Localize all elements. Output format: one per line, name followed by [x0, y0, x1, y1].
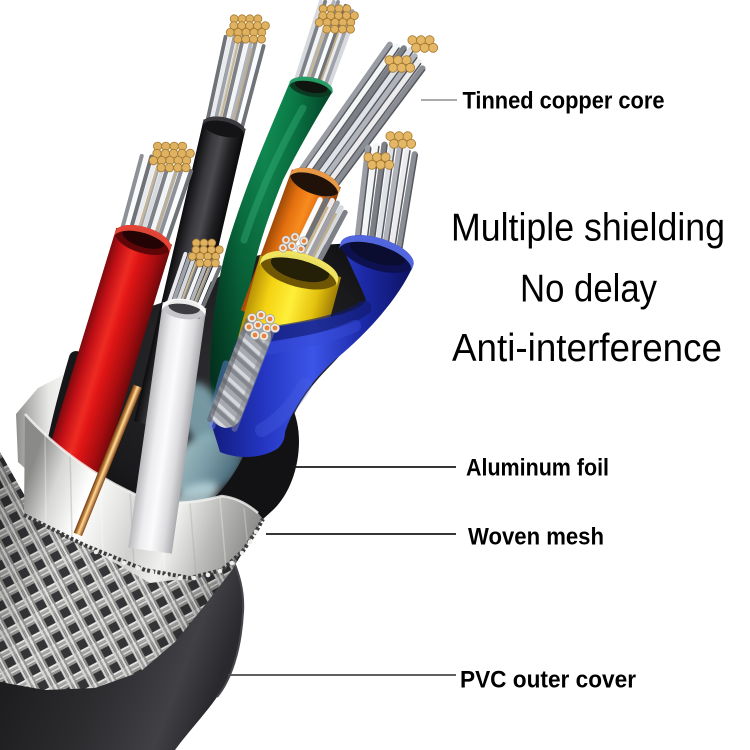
- svg-text:Anti-interference: Anti-interference: [452, 327, 722, 370]
- svg-text:PVC outer cover: PVC outer cover: [460, 667, 636, 694]
- svg-text:Tinned copper core: Tinned copper core: [463, 88, 665, 115]
- svg-text:Multiple shielding: Multiple shielding: [451, 207, 725, 250]
- svg-text:Aluminum foil: Aluminum foil: [466, 455, 609, 482]
- svg-text:No delay: No delay: [520, 268, 657, 311]
- svg-text:Woven mesh: Woven mesh: [468, 524, 604, 551]
